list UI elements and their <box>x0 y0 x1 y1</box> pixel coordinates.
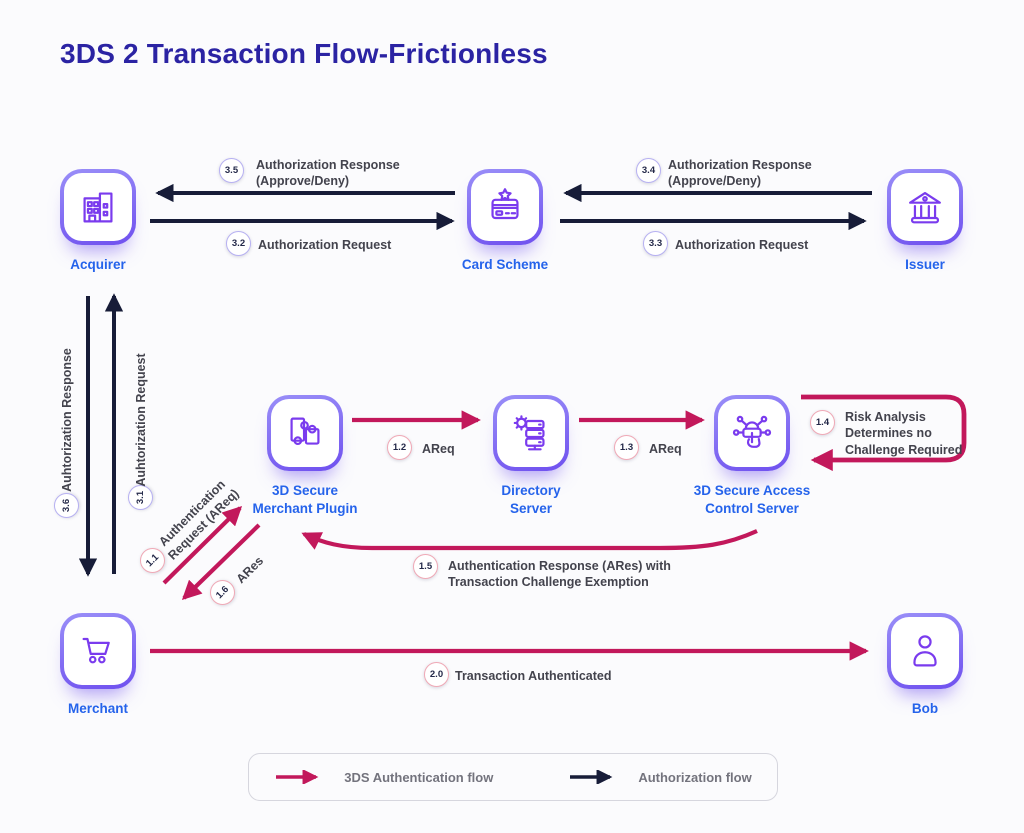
merchant-box <box>60 613 136 689</box>
arrow-ares-1-6 <box>181 523 261 601</box>
node-issuer: Issuer <box>840 169 1010 274</box>
node-merchant-plugin: 3D Secure Merchant Plugin <box>220 395 390 517</box>
legend-authorization-label: Authorization flow <box>638 769 752 785</box>
label-risk-analysis-1-4: Risk Analysis Determines no Challenge Re… <box>845 410 963 457</box>
node-merchant: Merchant <box>13 613 183 718</box>
step-badge-3-4: 3.4 <box>636 158 661 183</box>
authorization-arrows <box>78 183 872 577</box>
step-badge-3-6: 3.6 <box>54 493 79 518</box>
label-areq-1-2: AReq <box>422 442 455 456</box>
arrow-risk-analysis-loop-1-4 <box>801 394 967 472</box>
issuer-label: Issuer <box>905 257 945 272</box>
directory-server-label: Directory Server <box>501 483 561 516</box>
node-acquirer: Acquirer <box>13 169 183 274</box>
legend: 3DS Authentication flow Authorization fl… <box>248 753 778 801</box>
step-badge-3-2: 3.2 <box>226 231 251 256</box>
access-control-server-label: 3D Secure Access Control Server <box>693 483 811 516</box>
acquirer-box <box>60 169 136 245</box>
step-badge-1-4: 1.4 <box>810 410 835 435</box>
label-authorization-request-3-3: Authorization Request <box>675 238 809 252</box>
bob-label: Bob <box>911 701 939 716</box>
access-control-server-box <box>714 395 790 471</box>
node-bob: Bob <box>840 613 1010 718</box>
node-card-scheme: Card Scheme <box>420 169 590 274</box>
step-badge-3-5: 3.5 <box>219 158 244 183</box>
step-badge-1-3: 1.3 <box>614 435 639 460</box>
card-scheme-box <box>467 169 543 245</box>
acquirer-label: Acquirer <box>70 257 126 272</box>
directory-server-box <box>493 395 569 471</box>
label-authorization-request-3-1: Auhtorization Request <box>133 353 148 487</box>
label-authorization-response-3-6: Auhtorization Response <box>59 348 74 492</box>
legend-item-authorization: Authorization flow <box>568 769 752 785</box>
authentication-arrows <box>150 394 967 661</box>
legend-authentication-label: 3DS Authentication flow <box>344 769 494 785</box>
label-authorization-request-3-2: Authorization Request <box>258 238 392 252</box>
authentication-flow-arrow-icon <box>276 770 319 784</box>
merchant-label: Merchant <box>67 701 128 716</box>
merchant-plugin-box <box>267 395 343 471</box>
step-badge-2-0: 2.0 <box>424 662 449 687</box>
page-title: 3DS 2 Transaction Flow-Frictionless <box>60 38 548 69</box>
node-directory-server: Directory Server <box>446 395 616 517</box>
label-authorization-response-3-5: Authorization Response (Approve/Deny) <box>256 158 400 189</box>
network-hand-icon <box>732 415 772 448</box>
credit-card-icon <box>491 188 519 220</box>
bank-icon <box>909 192 941 224</box>
server-gear-icon <box>513 415 545 451</box>
person-icon <box>913 635 937 667</box>
authorization-flow-arrow-icon <box>570 770 613 784</box>
label-areq-1-3: AReq <box>649 442 682 456</box>
card-scheme-label: Card Scheme <box>461 257 549 272</box>
node-access-control-server: 3D Secure Access Control Server <box>667 395 837 517</box>
label-transaction-authenticated-2-0: Transaction Authenticated <box>455 669 612 683</box>
label-authorization-response-3-4: Authorization Response (Approve/Deny) <box>668 158 812 189</box>
puzzle-icon <box>290 417 320 446</box>
shopping-cart-icon <box>82 637 110 664</box>
person-box <box>887 613 963 689</box>
issuer-box <box>887 169 963 245</box>
step-badge-1-2: 1.2 <box>387 435 412 460</box>
step-badge-1-5: 1.5 <box>413 554 438 579</box>
arrow-authentication-request-1-1 <box>162 505 243 585</box>
merchant-plugin-label: 3D Secure Merchant Plugin <box>252 483 358 516</box>
label-authentication-response-1-5: Authentication Response (ARes) with Tran… <box>448 559 671 590</box>
step-badge-3-1: 3.1 <box>128 485 153 510</box>
building-icon <box>83 192 113 223</box>
arrow-ares-return-1-5 <box>301 529 758 551</box>
legend-item-authentication: 3DS Authentication flow <box>274 770 493 785</box>
step-badge-3-3: 3.3 <box>643 231 668 256</box>
